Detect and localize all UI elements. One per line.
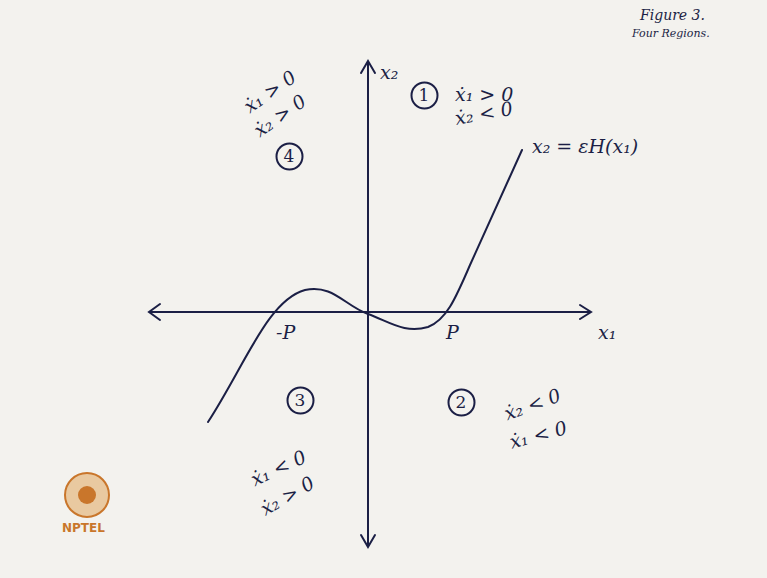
region-circle: 1	[410, 81, 439, 110]
x2-axis	[367, 62, 369, 546]
region-number: 4	[275, 142, 304, 165]
arrow-head	[361, 535, 375, 547]
watermark: NPTEL	[62, 522, 105, 535]
derivative-sign: ẋ₂ < 0	[501, 385, 563, 425]
arrow-head	[580, 305, 591, 319]
arrow-head	[149, 304, 160, 320]
axis-label: x₁	[598, 322, 616, 343]
axis-label: x₂	[380, 62, 398, 83]
region-number: 3	[286, 386, 315, 409]
region-circle: 4	[275, 142, 304, 171]
region-number: 2	[447, 388, 476, 411]
point-label: -P	[276, 322, 295, 343]
derivative-sign: ẋ₁ < 0	[507, 417, 569, 452]
region-number: 1	[410, 81, 439, 104]
curve-label: x₂ = εH(x₁)	[532, 136, 638, 157]
figure-title: Figure 3.	[640, 8, 705, 23]
nptel-logo	[65, 473, 109, 517]
x1-axis	[150, 311, 590, 313]
region-circle: 3	[286, 386, 315, 415]
curve	[208, 150, 522, 422]
point-label: P	[446, 322, 459, 343]
figure-note: Four Regions.	[632, 28, 710, 40]
arrow-head	[361, 61, 375, 73]
region-circle: 2	[447, 388, 476, 417]
